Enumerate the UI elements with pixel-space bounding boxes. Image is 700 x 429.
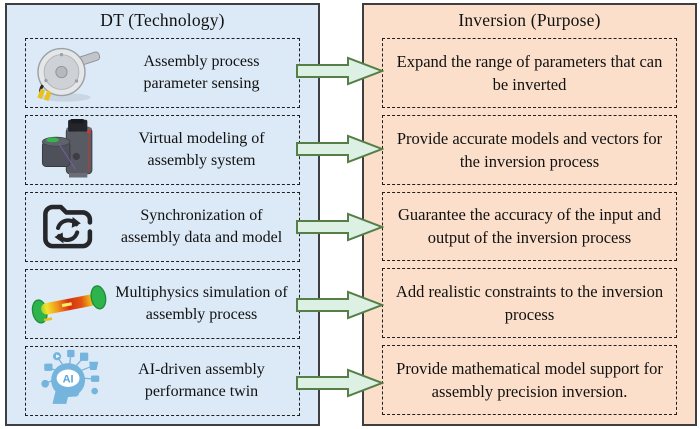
connector-arrow-icon-2	[296, 134, 384, 164]
right-panel-title: Inversion (Purpose)	[458, 10, 601, 30]
dt-item-virtual-modeling: Virtual modeling of assembly system	[25, 115, 300, 185]
purpose-item-accurate-models: Provide accurate models and vectors for …	[382, 114, 677, 185]
dt-technology-panel: DT (Technology)	[5, 3, 320, 426]
dt-item-multiphysics-simulation: Multiphysics simulation of assembly proc…	[25, 269, 300, 339]
purpose-item-label: Add realistic constraints to the inversi…	[395, 282, 664, 325]
purpose-item-expand-range: Expand the range of parameters that can …	[382, 38, 677, 108]
dt-item-label: Multiphysics simulation of assembly proc…	[115, 284, 288, 323]
left-panel-rows: Assembly process parameter sensing	[25, 38, 300, 416]
ai-brain-head-icon: AI	[30, 349, 108, 413]
left-panel-title: DT (Technology)	[100, 10, 225, 30]
dt-item-label: AI-driven assembly performance twin	[138, 361, 265, 400]
purpose-item-label: Expand the range of parameters that can …	[396, 51, 663, 94]
dt-item-synchronization: Synchronization of assembly data and mod…	[25, 192, 300, 262]
dt-item-label: Assembly process parameter sensing	[143, 53, 260, 92]
connector-arrow-icon-5	[296, 368, 384, 398]
dt-item-label: Synchronization of assembly data and mod…	[120, 207, 283, 246]
folder-sync-icon	[30, 195, 108, 259]
purpose-item-label: Guarantee the accuracy of the input and …	[398, 205, 661, 248]
dt-item-parameter-sensing: Assembly process parameter sensing	[25, 38, 300, 108]
connector-arrow-icon-1	[296, 56, 384, 86]
rotary-encoder-photo-icon	[30, 41, 108, 105]
connector-arrow-icon-4	[296, 290, 384, 320]
purpose-item-math-model-support: Provide mathematical model support for a…	[382, 345, 677, 415]
dt-item-label: Virtual modeling of assembly system	[138, 130, 265, 169]
purpose-item-realistic-constraints: Add realistic constraints to the inversi…	[382, 268, 677, 339]
right-panel-rows: Expand the range of parameters that can …	[382, 38, 677, 415]
purpose-item-label: Provide mathematical model support for a…	[396, 358, 663, 402]
svg-text:AI: AI	[63, 373, 74, 385]
connector-arrow-icon-3	[296, 212, 384, 242]
purpose-item-label: Provide accurate models and vectors for …	[396, 128, 663, 171]
fea-shaft-simulation-icon	[30, 272, 108, 336]
dt-item-ai-performance-twin: AI AI-driven assembly performance twin	[25, 346, 300, 416]
purpose-item-guarantee-accuracy: Guarantee the accuracy of the input and …	[382, 191, 677, 262]
cad-assembly-model-icon	[30, 118, 108, 182]
inversion-purpose-panel: Inversion (Purpose) Expand the range of …	[362, 3, 697, 426]
